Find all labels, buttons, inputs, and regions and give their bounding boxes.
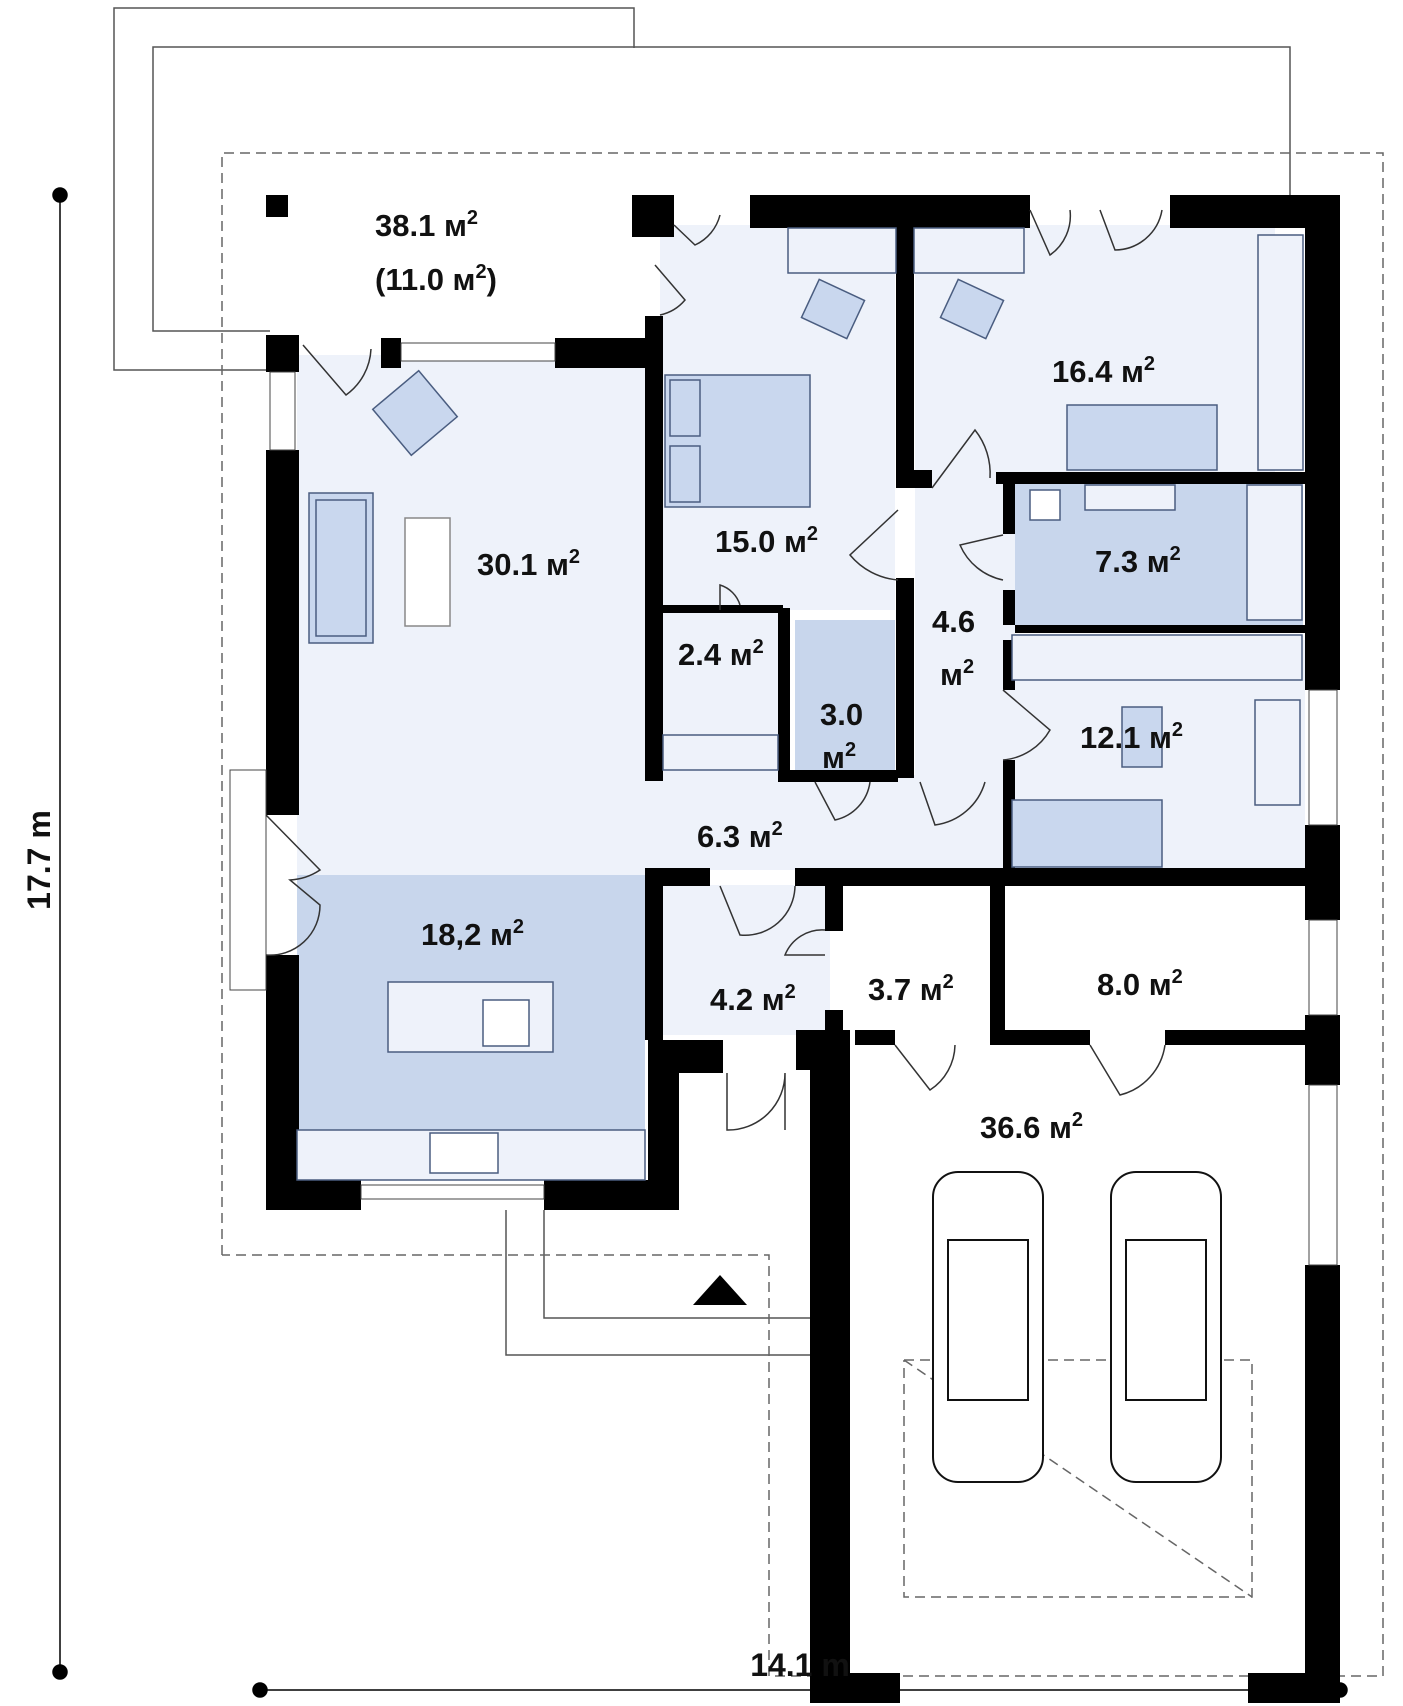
room-labels: 38.1 м2 (11.0 м2) 30.1 м2 15.0 м2 16.4 м…	[375, 207, 1183, 1145]
room-terrace-area: 38.1 м2	[375, 207, 478, 243]
room-bedroom2-area: 16.4 м2	[1052, 353, 1155, 389]
room-wardrobe-area: 2.4 м2	[678, 636, 764, 672]
room-wc-area: 3.0	[820, 697, 863, 732]
room-utility-area: 3.7 м2	[868, 971, 954, 1007]
dimension-dot-icon	[52, 187, 68, 203]
room-hall-unit: м2	[940, 656, 974, 692]
room-wc-unit: м2	[822, 739, 856, 775]
doors	[265, 209, 1166, 1131]
car-right	[1110, 1171, 1222, 1483]
dimension-lines	[52, 187, 1348, 1698]
room-kitchen-area: 18,2 м2	[421, 916, 524, 952]
bathtub	[1246, 484, 1303, 621]
room-bathroom-area: 7.3 м2	[1095, 543, 1181, 579]
walls	[266, 195, 1340, 1703]
sofa	[308, 492, 374, 644]
roof-outline	[113, 7, 1291, 1356]
furniture	[296, 227, 1304, 1181]
room-hall-area: 4.6	[932, 604, 975, 639]
dimension-dot-icon	[52, 1664, 68, 1680]
wardrobe	[787, 227, 897, 274]
dimension-dot-icon	[1332, 1682, 1348, 1698]
car-left	[932, 1171, 1044, 1483]
cars	[932, 1171, 1222, 1483]
room-bedroom3-area: 12.1 м2	[1080, 719, 1183, 755]
armchair	[371, 369, 459, 457]
dimension-dot-icon	[252, 1682, 268, 1698]
room-entry-area: 4.2 м2	[710, 981, 796, 1017]
room-bedroom1-area: 15.0 м2	[715, 523, 818, 559]
width-dimension-label: 14.1 m	[750, 1647, 850, 1683]
rug	[404, 517, 451, 627]
room-corridor-area: 6.3 м2	[697, 818, 783, 854]
windows	[229, 342, 1338, 1266]
bed-single	[1066, 404, 1218, 471]
height-dimension-label: 17.7 m	[21, 810, 57, 910]
room-boiler-area: 8.0 м2	[1097, 966, 1183, 1002]
room-garage-area: 36.6 м2	[980, 1109, 1083, 1145]
chair	[800, 278, 866, 340]
chair	[939, 278, 1005, 340]
bed-single	[1011, 799, 1163, 868]
room-living-area: 30.1 м2	[477, 546, 580, 582]
entrance-triangle-icon	[693, 1275, 747, 1305]
room-terrace-secondary: (11.0 м2)	[375, 261, 497, 297]
